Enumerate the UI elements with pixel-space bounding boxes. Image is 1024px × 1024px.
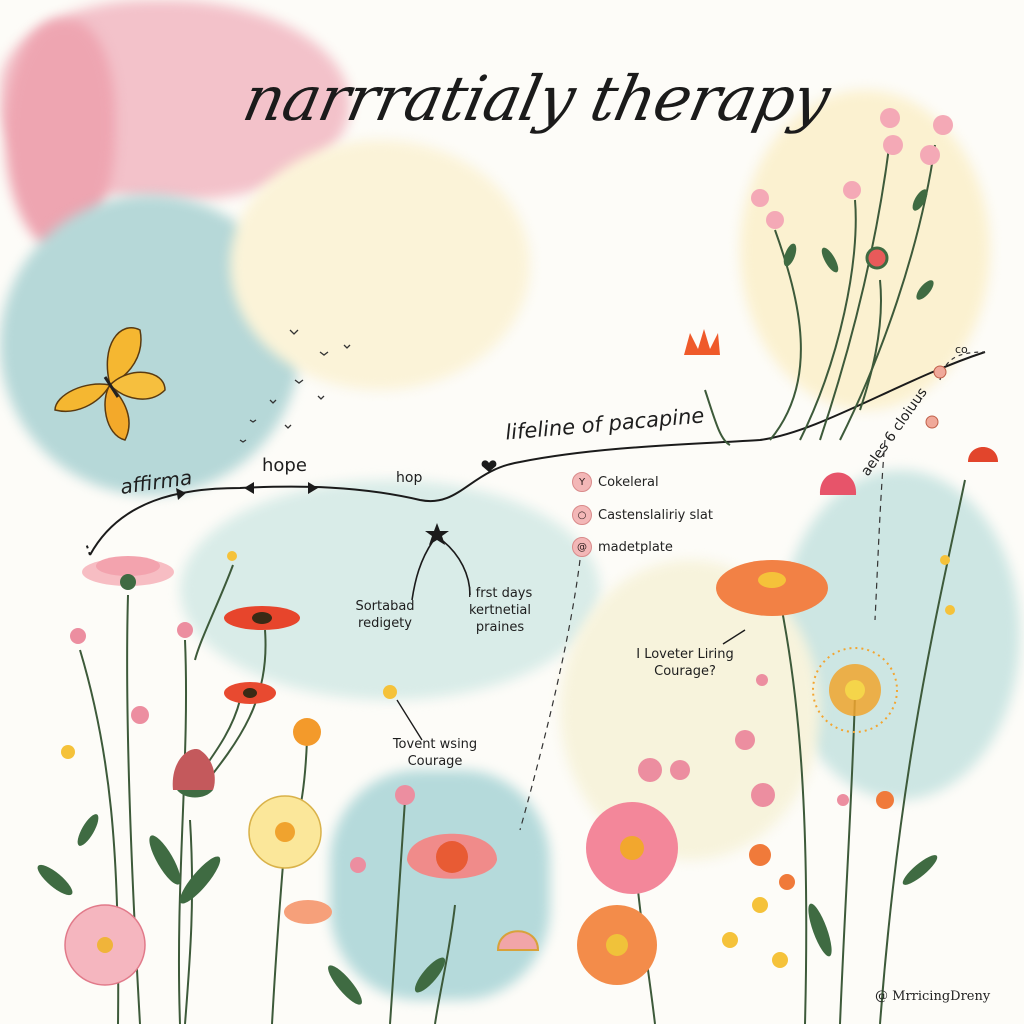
legend-label: Cokeleral <box>598 474 659 490</box>
pink-daisy-top-left <box>82 556 174 590</box>
peach-daisy <box>284 900 332 924</box>
tulip-bud-red <box>172 749 215 798</box>
butterfly-icon <box>54 327 166 441</box>
legend-item-madetplate: @ madetplate <box>572 537 673 557</box>
lifeline-arrow-icons <box>176 482 318 500</box>
red-daisy <box>224 606 300 630</box>
small-pink-buds <box>70 622 849 873</box>
annotation-courage-left: Tovent wsing Courage <box>392 737 478 769</box>
annotation-trail-text: co <box>955 343 968 356</box>
teal-wash-center <box>180 480 600 700</box>
poppy-bud <box>865 246 889 270</box>
cream-wash-center <box>230 140 530 390</box>
small-yellow-flowers <box>61 551 955 968</box>
pink-tulip-small <box>496 930 540 951</box>
legend-label: madetplate <box>598 539 673 555</box>
leaves <box>37 189 938 1005</box>
pink-cosmos-right <box>586 802 678 894</box>
legend-label: Castenslaliriy slat <box>598 507 713 523</box>
star-icon <box>425 523 449 545</box>
ring-icon: ○ <box>572 505 592 525</box>
starburst-flower <box>812 647 898 733</box>
trail-blossoms <box>925 365 947 429</box>
red-daisy-small <box>224 682 276 704</box>
annotation-star-right: I frst days kertnetial praines <box>467 586 533 635</box>
birds-flock <box>239 329 351 443</box>
small-orange-flowers <box>749 791 894 890</box>
orange-flower-small <box>293 718 321 746</box>
red-tulip-top-right <box>968 447 998 462</box>
coral-poppy <box>407 833 497 879</box>
legend-item-castenslaliriy: ○ Castenslaliriy slat <box>572 505 713 525</box>
pink-blossoms-top-right <box>751 108 953 229</box>
annotation-courage-right: I Loveter Liring Courage? <box>636 647 734 679</box>
flower-stems <box>79 139 966 1024</box>
key-icon: Υ <box>572 472 592 492</box>
orange-lily <box>684 329 720 355</box>
teal-wash-right <box>780 470 1020 800</box>
orange-daisy-large <box>716 560 828 616</box>
yellow-poppy <box>248 795 322 869</box>
heart-icon <box>481 460 497 472</box>
lifeline-point-hop: hop <box>396 470 423 486</box>
red-tulip-right <box>819 472 857 495</box>
lifeline-path <box>85 351 986 556</box>
pink-cosmos-bottom-left <box>64 904 146 986</box>
annotation-star-left: Sortabad redigety <box>355 599 415 631</box>
spiral-icon: @ <box>572 537 592 557</box>
orange-cosmos-right <box>577 905 657 985</box>
lifeline-point-hope: hope <box>262 455 307 476</box>
legend-item-cokeleral: Υ Cokeleral <box>572 472 659 492</box>
artist-credit: @ MrricingDreny <box>875 989 991 1004</box>
